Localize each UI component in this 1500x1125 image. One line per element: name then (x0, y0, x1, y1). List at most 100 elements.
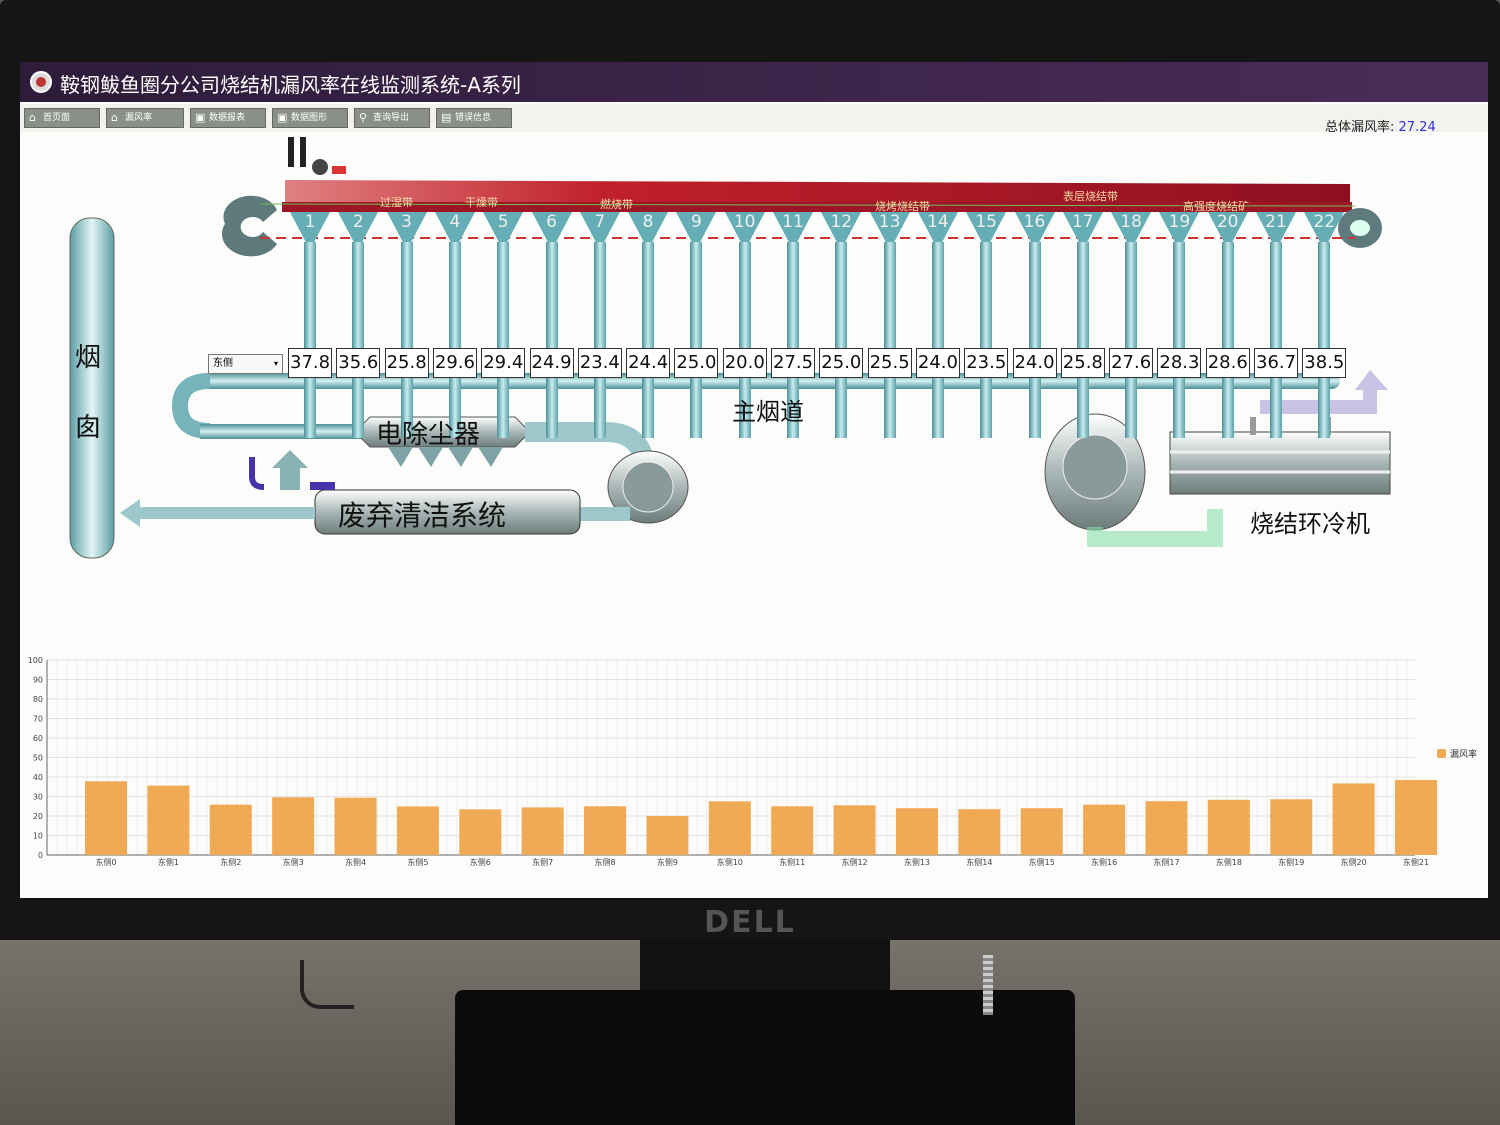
y-tick-label: 90 (33, 676, 43, 685)
windbox-pipe (1318, 242, 1331, 352)
chart-bar (1207, 799, 1250, 855)
chart-bar (1083, 804, 1126, 855)
windbox-leak-value: 24.0 (915, 348, 960, 378)
exhaust-arrow (120, 499, 315, 527)
zone-label: 过湿带 (380, 196, 413, 209)
data-graph-button[interactable]: ▣数据图形 (272, 108, 348, 128)
windbox-number: 2 (352, 212, 364, 232)
windbox-pipe (1173, 242, 1186, 352)
windbox-number: 14 (927, 212, 949, 232)
windbox-leak-value: 25.8 (384, 348, 429, 378)
x-tick-label: 东侧21 (1403, 857, 1429, 867)
windbox-pipe (690, 242, 703, 352)
zone-label: 干燥带 (465, 196, 498, 209)
error-info-button[interactable]: ▤错误信息 (436, 108, 512, 128)
x-tick-label: 东侧15 (1029, 857, 1055, 867)
cooler-label: 烧结环冷机 (1250, 510, 1370, 538)
zone-label: 表层烧结带 (1063, 190, 1118, 203)
legend-swatch (1437, 749, 1446, 758)
chart-icon: ▣ (277, 111, 288, 124)
windbox-leak-value: 28.3 (1157, 348, 1202, 378)
x-tick-label: 东侧6 (470, 857, 491, 867)
chart-bar (771, 806, 814, 855)
windbox-number: 7 (594, 212, 606, 232)
total-leak-rate-value: 27.24 (1398, 120, 1436, 135)
windbox-leak-value: 24.4 (626, 348, 671, 378)
x-tick-label: 东侧7 (532, 857, 553, 867)
windbox-leak-value: 23.4 (577, 348, 622, 378)
y-tick-label: 100 (28, 656, 43, 665)
y-tick-label: 70 (33, 715, 43, 724)
zone-label: 烧烤烧结带 (875, 200, 930, 213)
windbox-leak-value: 27.6 (1109, 348, 1154, 378)
windbox-pipe (545, 378, 558, 438)
windbox-number: 4 (449, 212, 461, 232)
windbox-number: 21 (1265, 212, 1287, 232)
windbox-pipe (883, 242, 896, 352)
windbox-number: 5 (497, 212, 509, 232)
windbox-leak-value: 25.5 (867, 348, 912, 378)
chart-bar (521, 807, 564, 855)
cable-coil (983, 955, 993, 1015)
y-tick-label: 30 (33, 793, 43, 802)
windbox-pipe (593, 242, 606, 352)
head-sprocket (221, 195, 277, 257)
windbox-pipe (352, 242, 365, 352)
windbox-pipe (1076, 242, 1089, 352)
x-tick-label: 东侧8 (595, 857, 616, 867)
windbox-number: 13 (878, 212, 901, 232)
x-tick-label: 东侧0 (95, 857, 116, 867)
windbox-pipe (980, 242, 993, 352)
windbox-leak-value: 37.8 (288, 348, 332, 378)
windbox-number: 1 (304, 212, 316, 232)
windbox-pipe (1125, 378, 1138, 438)
toolbar: ⌂首页面 ⌂漏风率 ▣数据报表 ▣数据图形 ⚲查询导出 ▤错误信息 总体漏风率:… (20, 104, 1488, 135)
annular-cooler (1169, 431, 1391, 495)
chart-bar (1145, 801, 1188, 855)
home-button[interactable]: ⌂首页面 (24, 108, 100, 128)
windbox-pipe (304, 378, 316, 438)
windbox-pipe (1221, 242, 1234, 352)
windbox-leak-value: 29.4 (481, 348, 526, 378)
query-export-button[interactable]: ⚲查询导出 (354, 108, 430, 128)
windbox-leak-value: 20.0 (722, 348, 767, 378)
main-flue-label: 主烟道 (732, 398, 804, 426)
windbox-pipe (1173, 378, 1186, 438)
windbox-pipe (642, 378, 655, 438)
windbox-pipe (497, 242, 510, 352)
windbox-leak-value: 38.5 (1302, 348, 1347, 378)
y-tick-label: 80 (33, 695, 43, 704)
chart-bar (895, 808, 938, 855)
home-icon: ⌂ (111, 111, 118, 124)
chart-bar (272, 797, 315, 855)
monitor-stand (455, 990, 1075, 1125)
report-icon: ▣ (195, 111, 206, 124)
windbox-pipe (835, 242, 848, 352)
windbox-number: 16 (1023, 212, 1046, 232)
monitor-logo: DELL (704, 905, 796, 940)
chart-bar (334, 797, 377, 855)
windbox-pipe (1028, 378, 1041, 438)
windbox-pipe (448, 242, 461, 352)
x-tick-label: 东侧12 (841, 857, 867, 867)
chart-bar (584, 806, 627, 855)
windbox-pipe (1270, 242, 1282, 352)
x-tick-label: 东侧19 (1278, 857, 1304, 867)
x-tick-label: 东侧5 (407, 857, 428, 867)
windbox-number: 12 (830, 212, 853, 232)
windbox-pipe (931, 378, 944, 438)
windbox-pipe (738, 378, 751, 438)
title-bar: 鞍钢鲅鱼圈分公司烧结机漏风率在线监测系统-A系列 (20, 62, 1488, 102)
x-tick-label: 东侧2 (220, 857, 241, 867)
chart-bar (85, 781, 127, 855)
leak-rate-button[interactable]: ⌂漏风率 (106, 108, 184, 128)
data-report-button[interactable]: ▣数据报表 (190, 108, 266, 128)
home-icon: ⌂ (29, 111, 36, 124)
windbox-pipe (1270, 378, 1282, 438)
x-tick-label: 东侧13 (904, 857, 930, 867)
side-select[interactable]: 东侧 ▾ (208, 354, 283, 374)
windbox-leak-value: 23.5 (964, 348, 1009, 378)
windbox-pipe (497, 378, 510, 438)
windbox-pipe (738, 242, 751, 352)
